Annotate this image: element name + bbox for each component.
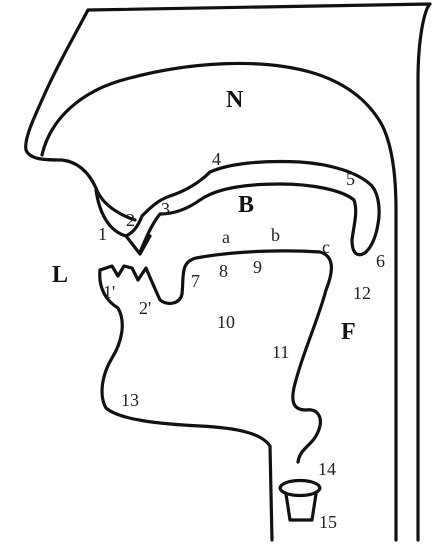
place-label-6: 6 [376,252,385,270]
place-label-5: 5 [346,170,355,188]
place-label-3: 3 [161,200,170,218]
oral-cavity-label: B [238,193,254,217]
place-label-14: 14 [318,460,336,478]
place-label-9: 9 [253,258,262,276]
tongue-label-a: a [222,228,230,246]
place-label-2: 2 [126,211,135,229]
place-label-8: 8 [219,262,228,280]
place-label-1-prime: 1' [103,283,115,301]
nasal-cavity-label: N [226,88,243,112]
tongue-outline [100,251,331,462]
place-label-7: 7 [191,272,200,290]
place-label-13: 13 [121,391,139,409]
lips-label: L [52,263,68,287]
place-label-10: 10 [217,313,235,331]
place-label-11: 11 [272,343,289,361]
larynx-cup [280,481,320,521]
place-label-2-prime: 2' [139,299,151,317]
place-label-1: 1 [98,225,107,243]
place-label-15: 15 [319,513,337,531]
nasal-cavity-outline [42,63,396,540]
tongue-label-c: c [322,238,330,256]
place-label-4: 4 [212,150,221,168]
tongue-label-b: b [271,226,280,244]
place-label-12: 12 [353,284,371,302]
pharynx-label: F [341,320,356,344]
